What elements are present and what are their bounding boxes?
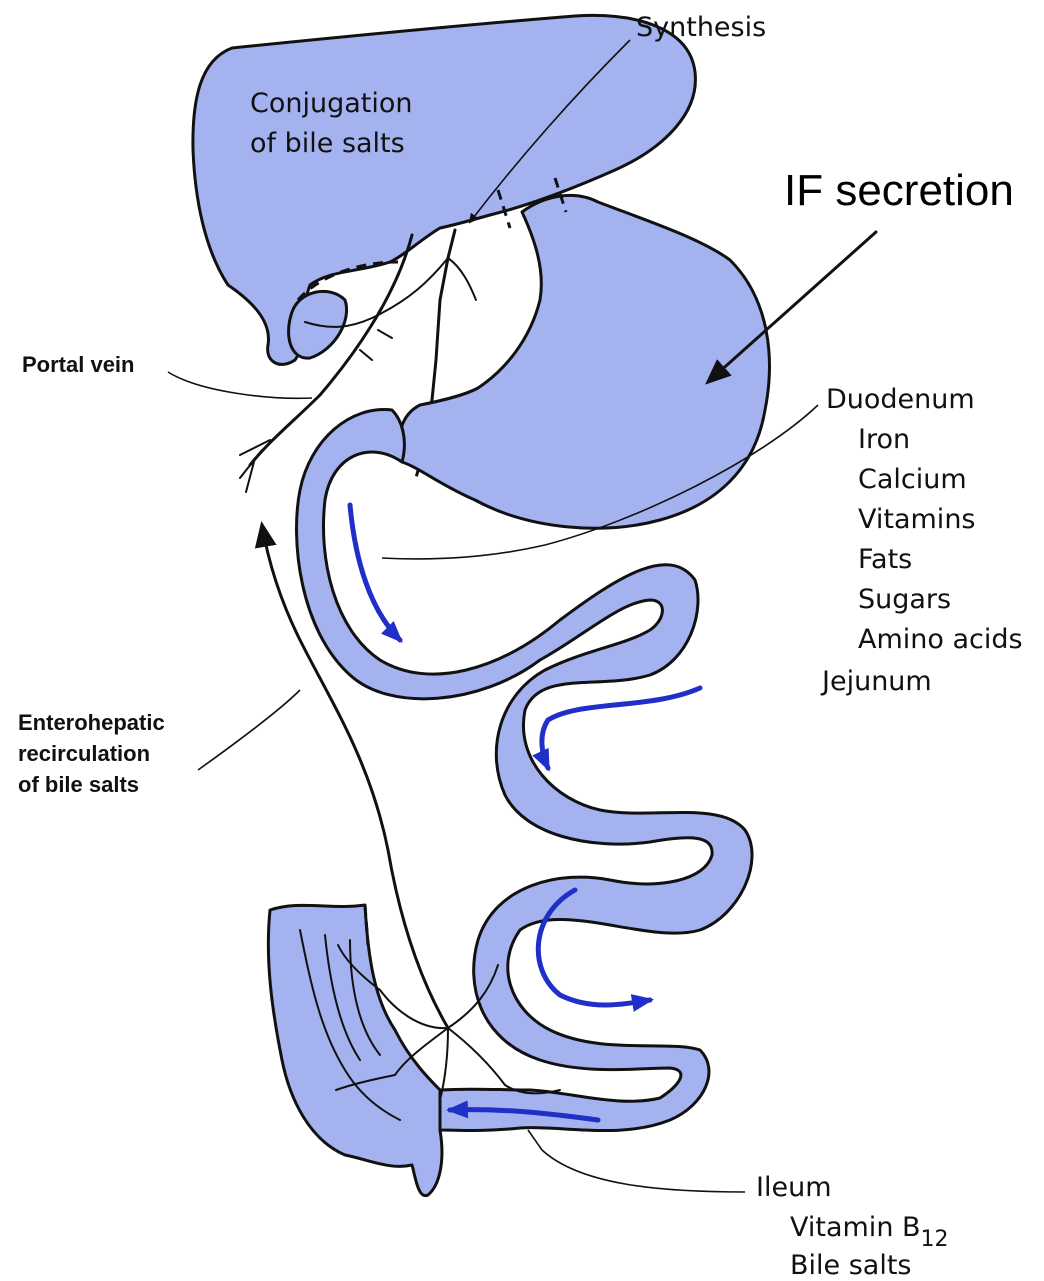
label-bile-salts: Bile salts: [790, 1250, 912, 1281]
label-if-secretion: IF secretion: [784, 166, 1014, 215]
label-vitamin-subscript: 12: [921, 1227, 949, 1252]
label-duodenum-iron: Iron: [858, 424, 910, 455]
label-duodenum-vitamins: Vitamins: [858, 504, 976, 535]
enterohepatic-leader: [198, 690, 300, 770]
flow-arrow-jejunum: [542, 688, 700, 768]
label-vitamin-prefix: Vitamin B: [790, 1212, 921, 1243]
label-duodenum: Duodenum: [826, 384, 975, 415]
label-duodenum-calcium: Calcium: [858, 464, 967, 495]
label-duodenum-sugars: Sugars: [858, 584, 951, 615]
label-enterohepatic-2: recirculation: [18, 741, 150, 766]
label-vitamin-b12: Vitamin B12: [790, 1212, 949, 1252]
label-ileum: Ileum: [756, 1172, 832, 1203]
label-synthesis: Synthesis: [636, 12, 766, 43]
bile-duct-branch-2: [448, 258, 476, 300]
label-duodenum-fats: Fats: [858, 544, 912, 575]
label-enterohepatic-3: of bile salts: [18, 772, 139, 797]
portal-vein-leader: [168, 372, 312, 398]
label-enterohepatic-1: Enterohepatic: [18, 710, 165, 735]
stomach: [399, 195, 769, 528]
label-conjugation-1: Conjugation: [250, 88, 413, 119]
label-conjugation-2: of bile salts: [250, 128, 405, 159]
ileum-leader: [528, 1130, 745, 1192]
label-jejunum: Jejunum: [820, 666, 932, 697]
label-duodenum-amino-acids: Amino acids: [858, 624, 1023, 655]
label-portal-vein: Portal vein: [22, 352, 134, 377]
flow-arrow-duodenum: [350, 505, 400, 640]
